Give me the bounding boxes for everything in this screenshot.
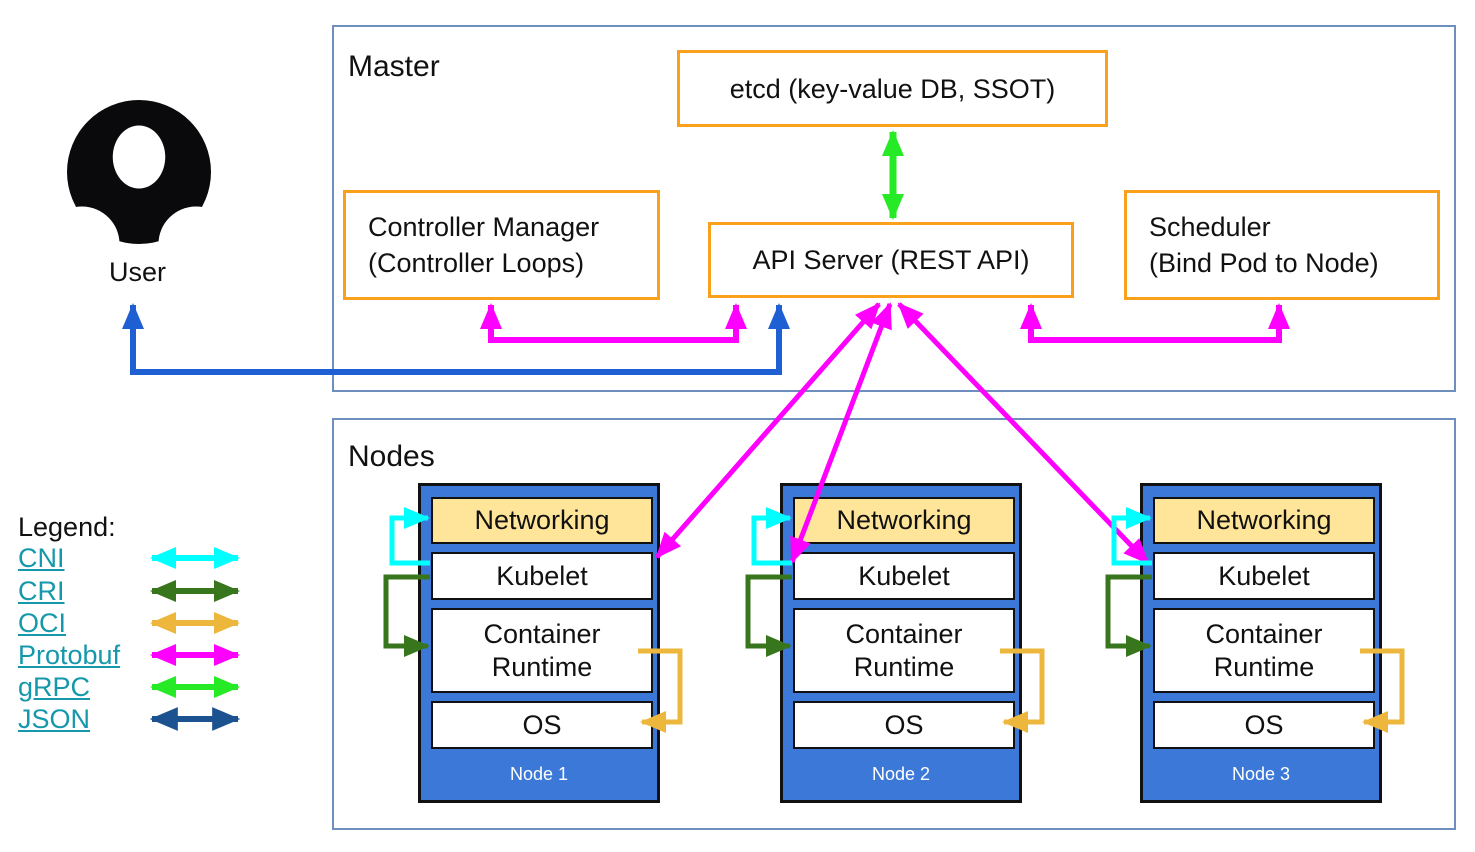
node-1-name: Node 1 [509,764,569,784]
node-1-os-label: OS [522,709,562,740]
node-2-container-runtime-label: Container Runtime [845,618,963,682]
legend-link-json[interactable]: JSON [18,704,91,734]
node-3-networking-box: Networking [1153,497,1375,544]
node-2-container-runtime-box: Container Runtime [793,608,1015,693]
avatar-shoulder-cut-left [64,206,120,248]
legend-title: Legend: [18,512,116,542]
nodes-section-title: Nodes [348,440,435,473]
node-3-os-label: OS [1244,709,1284,740]
node-3-kubelet-label: Kubelet [1218,560,1310,591]
controller-manager-label-line2: (Controller Loops) [368,248,585,278]
node-1-container-runtime-box: Container Runtime [431,608,653,693]
node-3-kubelet-box: Kubelet [1153,552,1375,600]
controller-manager-label-line1: Controller Manager [368,212,600,242]
node-1-os-box: OS [431,701,653,749]
legend-link-grpc[interactable]: gRPC [18,672,91,702]
node-2-networking-box: Networking [793,497,1015,544]
node-3-container-runtime-label: Container Runtime [1205,618,1323,682]
etcd-label: etcd (key-value DB, SSOT) [729,73,1056,104]
controller-manager-box: Controller Manager (Controller Loops) [343,190,660,300]
user-avatar-icon [64,100,214,248]
legend-link-protobuf[interactable]: Protobuf [18,640,121,670]
avatar-shoulder-cut-right [158,206,214,248]
etcd-box: etcd (key-value DB, SSOT) [677,50,1108,127]
node-3: Networking Kubelet Container Runtime OS … [1140,483,1382,803]
legend-link-cri[interactable]: CRI [18,576,65,606]
avatar-head [112,125,166,189]
node-1-kubelet-box: Kubelet [431,552,653,600]
node-1-kubelet-label: Kubelet [496,560,588,591]
node-2-kubelet-label: Kubelet [858,560,950,591]
api-server-box: API Server (REST API) [708,222,1074,298]
node-3-networking-label: Networking [1196,505,1332,535]
node-2-name: Node 2 [871,764,931,784]
legend-link-cni[interactable]: CNI [18,543,65,573]
node-3-container-runtime-box: Container Runtime [1153,608,1375,693]
user-label: User [108,257,166,287]
scheduler-label-line2: (Bind Pod to Node) [1149,248,1379,278]
node-1-container-runtime-label: Container Runtime [483,618,601,682]
node-2: Networking Kubelet Container Runtime OS … [780,483,1022,803]
node-2-os-box: OS [793,701,1015,749]
node-2-networking-label: Networking [836,505,972,535]
node-3-os-box: OS [1153,701,1375,749]
node-1-networking-box: Networking [431,497,653,544]
api-server-label: API Server (REST API) [752,245,1030,275]
node-3-name: Node 3 [1231,764,1291,784]
node-2-kubelet-box: Kubelet [793,552,1015,600]
scheduler-label-line1: Scheduler [1149,212,1271,242]
master-section-title: Master [348,50,440,83]
scheduler-box: Scheduler (Bind Pod to Node) [1124,190,1440,300]
node-2-os-label: OS [884,709,924,740]
node-1: Networking Kubelet Container Runtime OS … [418,483,660,803]
node-1-networking-label: Networking [474,505,610,535]
legend-link-oci[interactable]: OCI [18,608,67,638]
